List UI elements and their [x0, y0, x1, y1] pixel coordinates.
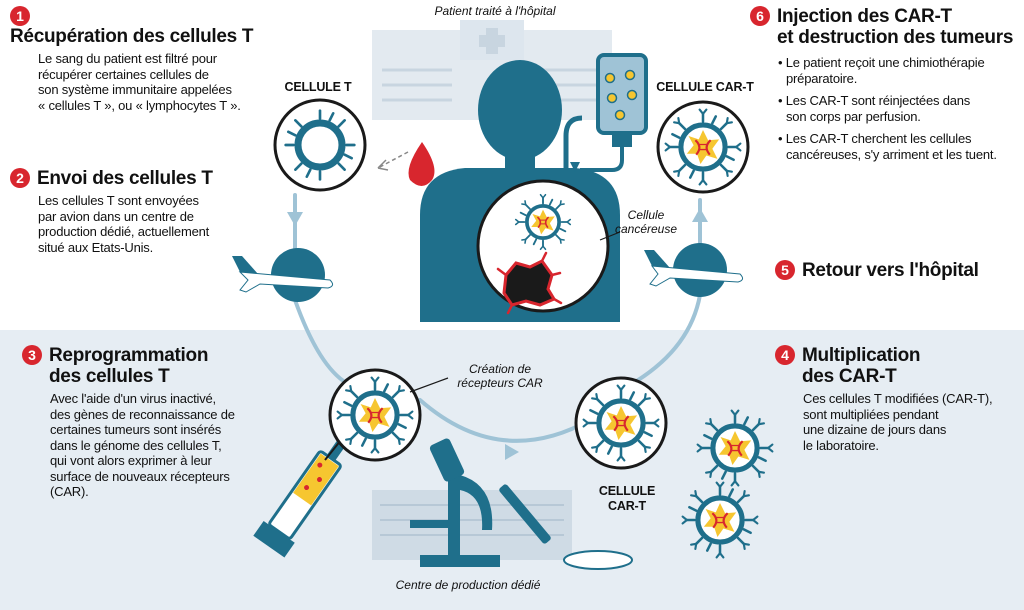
step-3-badge: 3 — [22, 345, 42, 365]
plane-left-icon — [232, 248, 334, 302]
syringe-icon — [253, 435, 349, 558]
plane-right-icon — [644, 243, 744, 297]
car-t-top-label: CELLULE CAR-T — [656, 80, 754, 94]
step-4-body: Ces cellules T modifiées (CAR-T), sont m… — [803, 391, 993, 453]
reprogrammed-cell-icon — [328, 368, 422, 462]
step-5: 5 Retour vers l'hôpital — [775, 260, 1015, 281]
step-5-badge: 5 — [775, 260, 795, 280]
step-2-body: Les cellules T sont envoyées par avion d… — [38, 193, 210, 255]
car-t-cell-lab-icon — [574, 376, 668, 470]
car-t-cell-top-icon — [656, 100, 750, 194]
car-t-lab-label: CELLULE CAR-T — [598, 484, 656, 513]
step-1-title: Récupération des cellules T — [10, 26, 254, 47]
step-6-bullet-1: • Le patient reçoit une chimiothérapie p… — [778, 55, 985, 86]
step-2-title: Envoi des cellules T — [37, 168, 213, 189]
cancer-cell-icon — [496, 251, 563, 315]
step-6-bullet-3: • Les CAR-T cherchent les cellules cancé… — [778, 131, 997, 162]
cancer-cell-annotation: Cellule cancéreuse — [614, 208, 678, 236]
step-6-bullets: • Le patient reçoit une chimiothérapie p… — [778, 55, 1022, 162]
cancer-cell-pointer — [599, 231, 621, 241]
car-receptor-pointer — [409, 377, 449, 393]
t-cell-icon — [273, 98, 367, 192]
step-1: 1Récupération des cellules T Le sang du … — [10, 6, 280, 113]
step-2: 2 Envoi des cellules T Les cellules T son… — [10, 168, 250, 255]
step-2-badge: 2 — [10, 168, 30, 188]
lab-background — [0, 330, 1024, 610]
multiplied-cell-1-icon — [698, 411, 773, 486]
multiplied-cell-2-icon — [683, 483, 758, 558]
lab-label: Centre de production dédié — [395, 578, 541, 592]
step-3-body: Avec l'aide d'un virus inactivé, des gèn… — [50, 391, 235, 499]
blood-drop-icon — [377, 142, 435, 186]
step-1-body: Le sang du patient est filtré pour récup… — [38, 51, 241, 113]
hospital-label: Patient traité à l'hôpital — [434, 4, 556, 18]
step-6-badge: 6 — [750, 6, 770, 26]
step-1-badge: 1 — [10, 6, 30, 26]
car-receptor-annotation: Création de récepteurs CAR — [457, 362, 543, 390]
step-5-title: Retour vers l'hôpital — [802, 260, 979, 281]
step-4-badge: 4 — [775, 345, 795, 365]
step-6-bullet-2: • Les CAR-T sont réinjectées dans son co… — [778, 93, 971, 124]
t-cell-label: CELLULE T — [284, 80, 352, 94]
lab-equipment-icon — [372, 438, 633, 570]
iv-drip-icon — [563, 53, 648, 172]
arrow-heads — [287, 208, 708, 460]
